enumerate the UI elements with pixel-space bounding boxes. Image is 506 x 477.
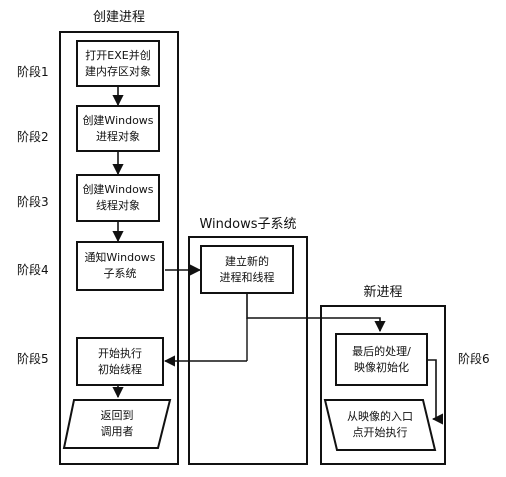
stage-label-1: 阶段1 [17,65,49,79]
create-process-title: 创建进程 [92,10,145,25]
node-return-to-caller-line2: 调用者 [100,425,134,438]
node-final-processing-line1: 最后的处理/ [352,344,411,358]
node-final-processing: 最后的处理/ 映像初始化 [335,333,428,386]
node-create-process-object-line2: 进程对象 [96,129,140,143]
node-return-to-caller-line1: 返回到 [100,409,134,422]
arrow-final-to-entry [428,359,444,425]
node-open-exe-line2: 建内存区对象 [85,64,151,78]
node-create-thread-object: 创建Windows 线程对象 [76,174,160,222]
node-start-initial-thread-line1: 开始执行 [98,346,142,360]
node-start-from-entry-point-line2: 点开始执行 [352,426,408,439]
node-open-exe: 打开EXE并创 建内存区对象 [76,40,160,87]
return-to-caller-shape [62,399,172,449]
node-start-from-entry-point-line1: 从映像的入口 [347,410,413,423]
windows-subsystem-title: Windows子系统 [199,217,297,232]
node-open-exe-line1: 打开EXE并创 [85,48,151,62]
node-final-processing-line2: 映像初始化 [354,360,409,374]
node-start-initial-thread: 开始执行 初始线程 [76,337,164,386]
node-notify-subsystem-line1: 通知Windows [84,251,156,264]
node-notify-subsystem-line2: 子系统 [103,267,137,280]
stage-label-6: 阶段6 [458,352,490,366]
node-create-process-object-line1: 创建Windows [82,113,154,127]
node-create-thread-object-line1: 创建Windows [82,183,154,196]
node-return-to-caller: 返回到 调用者 [62,399,172,449]
stage-label-5: 阶段5 [17,352,49,366]
node-setup-process-thread: 建立新的 进程和线程 [200,245,294,294]
stage-label-2: 阶段2 [17,130,49,144]
node-create-process-object: 创建Windows 进程对象 [76,105,160,152]
start-from-entry-point-shape [323,399,437,451]
node-notify-subsystem: 通知Windows 子系统 [76,241,164,291]
node-setup-process-thread-line1: 建立新的 [225,254,269,268]
node-start-initial-thread-line2: 初始线程 [98,362,142,376]
node-start-from-entry-point: 从映像的入口 点开始执行 [323,399,437,451]
node-create-thread-object-line2: 线程对象 [96,199,140,212]
stage-label-4: 阶段4 [17,263,49,277]
arrow-subsystem-to-new-process [246,294,386,333]
node-setup-process-thread-line2: 进程和线程 [219,270,275,284]
stage-label-3: 阶段3 [17,195,49,209]
new-process-title: 新进程 [363,285,403,300]
